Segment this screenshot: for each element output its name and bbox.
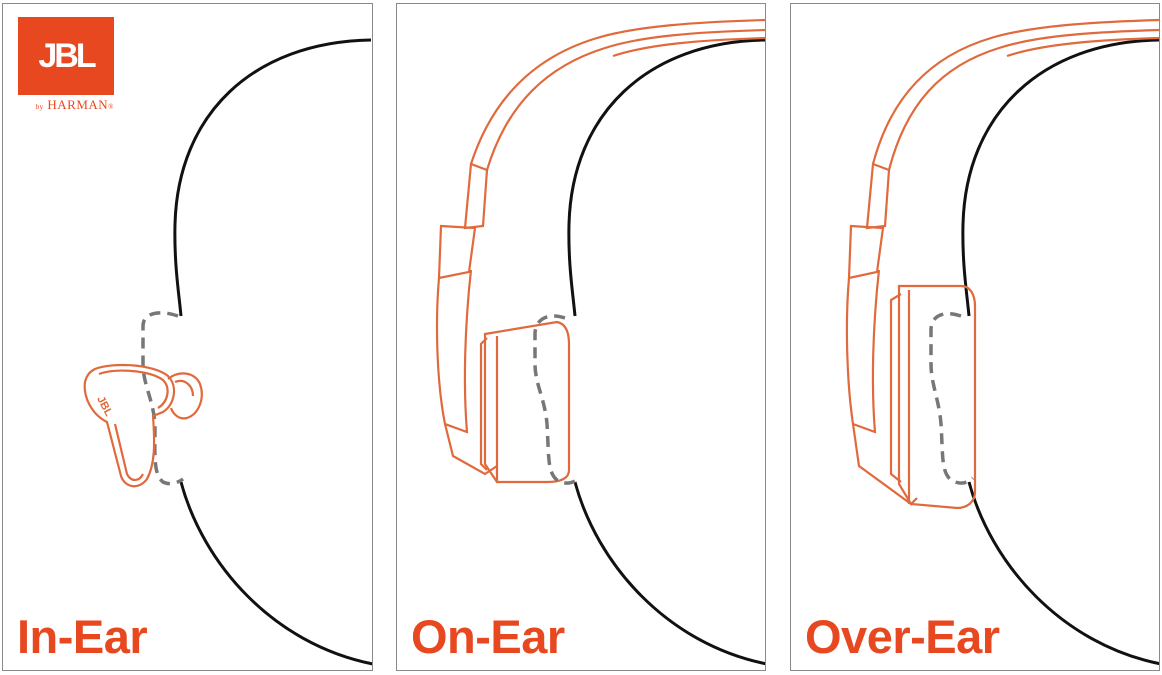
on-ear-illustration — [435, 18, 765, 666]
panel-over-ear: Over-Ear — [790, 3, 1160, 671]
head-outline-lower — [573, 481, 765, 666]
by-text: by — [35, 103, 44, 111]
label-in-ear: In-Ear — [17, 610, 148, 663]
harman-text: HARMAN — [47, 97, 109, 112]
head-outline — [961, 38, 1159, 317]
head-outline-lower — [967, 481, 1159, 666]
head-outline — [567, 38, 765, 317]
jbl-logo-text: JBL — [38, 36, 96, 75]
ear-dashed-outline — [141, 311, 185, 486]
panel-on-ear: On-Ear — [396, 3, 766, 671]
head-outline — [173, 38, 372, 317]
panel-in-ear: JBL JBL by HARMAN® In-Ear — [2, 3, 373, 671]
in-ear-illustration: JBL — [83, 38, 372, 666]
over-ear-headphones-icon — [845, 18, 1159, 510]
label-over-ear: Over-Ear — [805, 610, 1000, 663]
ear-dashed-outline — [533, 314, 581, 485]
jbl-logo: JBL by HARMAN® — [18, 17, 114, 113]
label-on-ear: On-Ear — [411, 610, 565, 663]
ear-dashed-outline — [929, 311, 975, 485]
earbud-icon: JBL — [83, 363, 203, 488]
jbl-logo-mark: JBL — [18, 17, 114, 95]
trademark-symbol: ® — [108, 103, 114, 111]
over-ear-illustration — [845, 18, 1159, 666]
harman-wordmark: by HARMAN® — [18, 97, 114, 113]
head-outline-lower — [179, 481, 372, 666]
on-ear-headphones-icon — [435, 18, 765, 484]
